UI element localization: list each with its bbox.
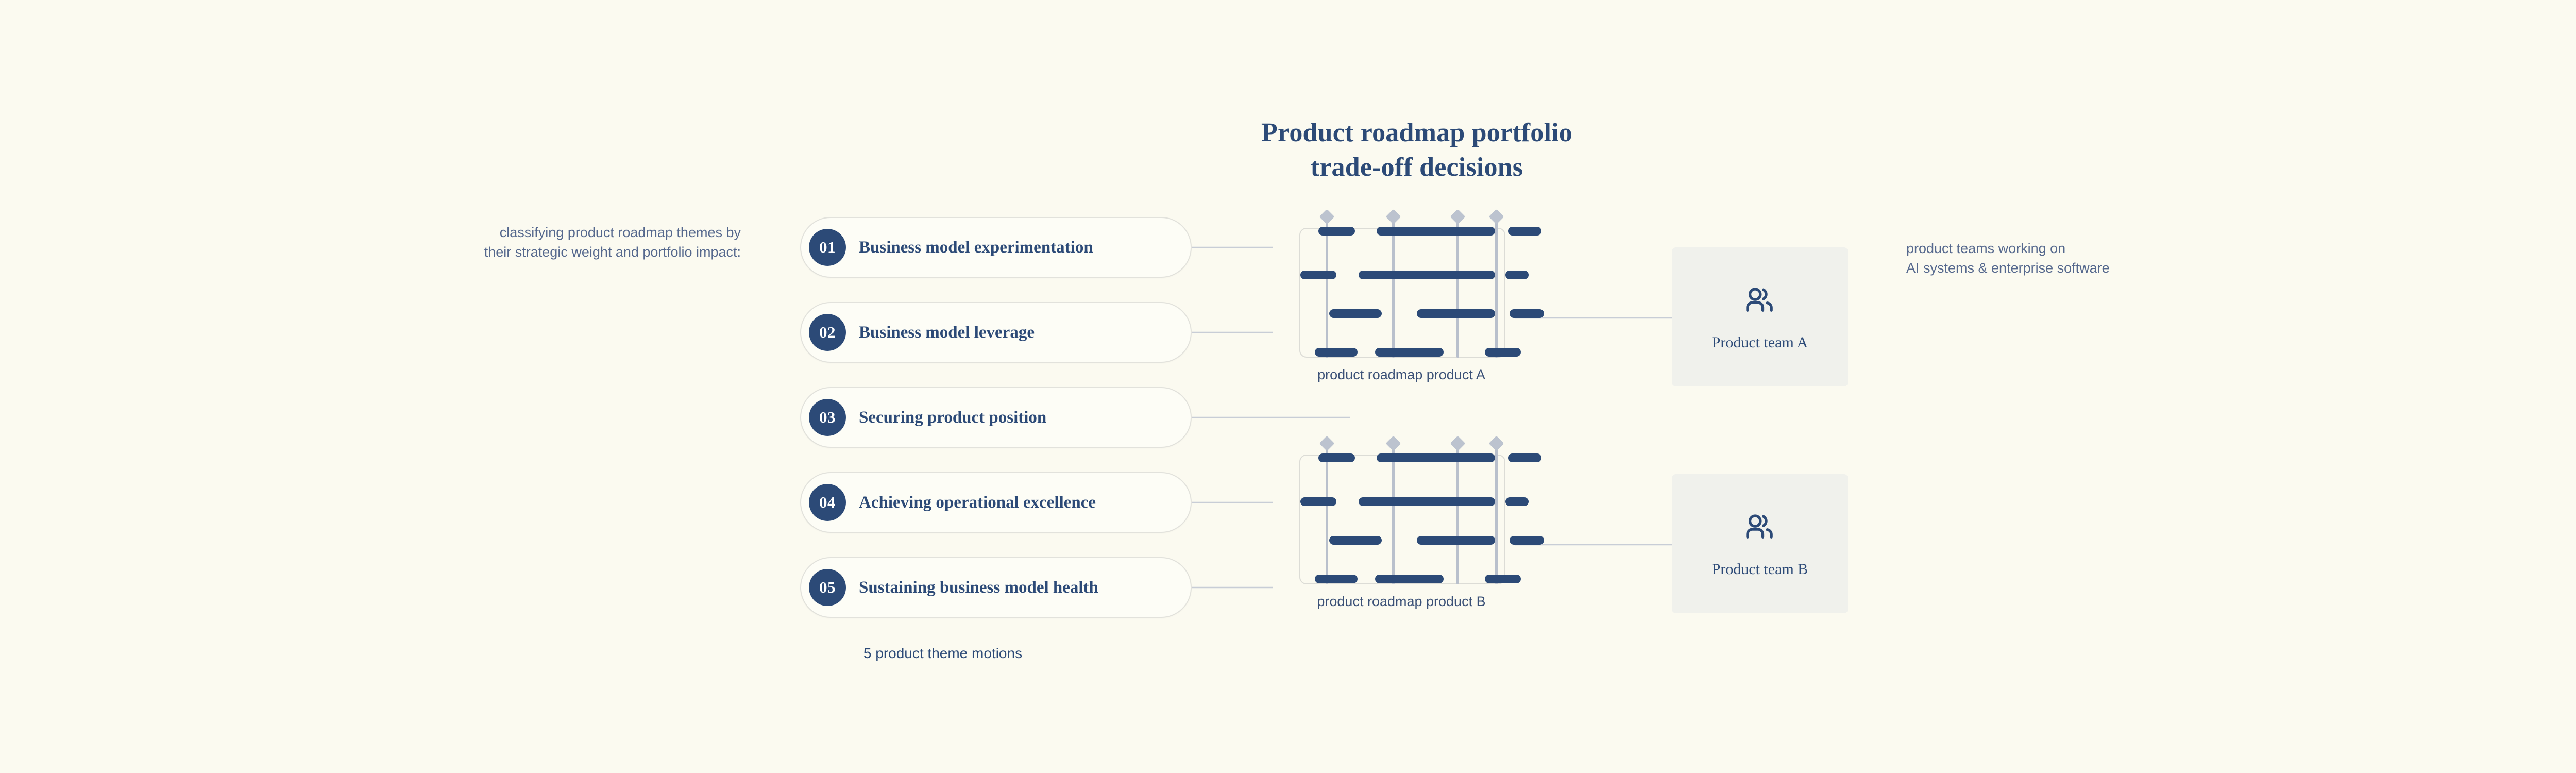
theme-pill-05[interactable]: 05 Sustaining business model health [800,557,1192,618]
users-icon [1746,514,1773,539]
roadmap-bar-b-r1-b3[interactable] [1508,453,1541,462]
milestone-diamond-b-4 [1488,435,1504,451]
page-title-line-1: Product roadmap portfolio [1261,118,1572,147]
roadmap-bar-b-r2-b1[interactable] [1300,497,1336,506]
theme-badge-02: 02 [809,314,846,351]
theme-pill-01[interactable]: 01 Business model experimentation [800,217,1192,278]
milestone-line-b-4 [1495,443,1498,584]
roadmap-bar-a-r2-b1[interactable] [1300,271,1336,279]
milestone-line-a-2 [1392,216,1395,358]
roadmap-bar-a-r1-b2[interactable] [1377,227,1495,236]
theme-label-05: Sustaining business model health [859,578,1098,597]
roadmap-frame-b [1299,455,1505,584]
page-title-line-2: trade-off decisions [1310,152,1523,182]
theme-label-01: Business model experimentation [859,238,1093,257]
milestone-diamond-a-1 [1319,209,1335,225]
milestone-diamond-a-2 [1385,209,1401,225]
theme-badge-01: 01 [809,229,846,266]
milestone-diamond-a-3 [1450,209,1466,225]
right-caption-line-1: product teams working on [1906,241,2066,256]
roadmap-bar-a-r4-b3[interactable] [1485,348,1521,357]
roadmap-caption-b: product roadmap product B [1317,594,1486,609]
users-icon [1746,288,1773,312]
bottom-caption: 5 product theme motions [863,645,1023,661]
theme-badge-04: 04 [809,484,846,521]
theme-badge-03: 03 [809,399,846,436]
roadmap-bar-a-r1-b3[interactable] [1508,227,1541,236]
left-caption-line-1: classifying product roadmap themes by [499,225,741,240]
page-title: Product roadmap portfolio trade-off deci… [1082,116,1752,184]
roadmap-bar-b-r3-b2[interactable] [1417,536,1495,545]
roadmap-bar-b-r1-b1[interactable] [1318,453,1355,462]
milestone-diamond-b-3 [1450,435,1466,451]
roadmap-bar-a-r2-b3[interactable] [1505,271,1529,279]
left-caption: classifying product roadmap themes by th… [380,223,741,262]
team-label-b: Product team B [1711,561,1808,578]
theme-badge-05: 05 [809,569,846,606]
team-card-b[interactable]: Product team B [1672,474,1848,613]
roadmap-bar-a-r2-b2[interactable] [1359,271,1495,279]
theme-pill-04[interactable]: 04 Achieving operational excellence [800,472,1192,533]
milestone-line-b-3 [1456,443,1459,584]
roadmap-bar-b-r3-b3[interactable] [1510,536,1544,545]
roadmap-bar-b-r2-b2[interactable] [1359,497,1495,506]
roadmap-chart-product-a: product roadmap product A [1288,206,1544,382]
theme-pill-02[interactable]: 02 Business model leverage [800,302,1192,363]
roadmap-bar-a-r4-b1[interactable] [1315,348,1358,357]
left-caption-line-2: their strategic weight and portfolio imp… [484,244,741,260]
roadmap-bar-b-r4-b2[interactable] [1375,575,1444,583]
right-caption: product teams working on AI systems & en… [1906,239,2298,278]
roadmap-caption-a: product roadmap product A [1317,367,1485,382]
milestone-line-a-3 [1456,216,1459,358]
milestone-diamond-b-2 [1385,435,1401,451]
roadmap-bar-a-r1-b1[interactable] [1318,227,1355,236]
milestone-line-b-2 [1392,443,1395,584]
theme-label-03: Securing product position [859,408,1047,427]
roadmap-bar-b-r4-b1[interactable] [1315,575,1358,583]
roadmap-chart-product-b: product roadmap product B [1288,433,1544,609]
milestone-line-b-1 [1326,443,1328,584]
team-label-a: Product team A [1711,334,1808,351]
roadmap-bar-b-r4-b3[interactable] [1485,575,1521,583]
milestone-diamond-b-1 [1319,435,1335,451]
theme-label-02: Business model leverage [859,323,1035,342]
right-caption-line-2: AI systems & enterprise software [1906,260,2110,276]
roadmap-bar-b-r3-b1[interactable] [1329,536,1382,545]
roadmap-bar-a-r3-b1[interactable] [1329,309,1382,318]
roadmap-frame-a [1299,228,1505,358]
theme-label-04: Achieving operational excellence [859,493,1096,512]
roadmap-bar-a-r4-b2[interactable] [1375,348,1444,357]
milestone-diamond-a-4 [1488,209,1504,225]
milestone-line-a-1 [1326,216,1328,358]
roadmap-bar-b-r1-b2[interactable] [1377,453,1495,462]
roadmap-bar-a-r3-b2[interactable] [1417,309,1495,318]
roadmap-bar-a-r3-b3[interactable] [1510,309,1544,318]
milestone-line-a-4 [1495,216,1498,358]
roadmap-bar-b-r2-b3[interactable] [1505,497,1529,506]
theme-pill-03[interactable]: 03 Securing product position [800,387,1192,448]
team-card-a[interactable]: Product team A [1672,247,1848,386]
